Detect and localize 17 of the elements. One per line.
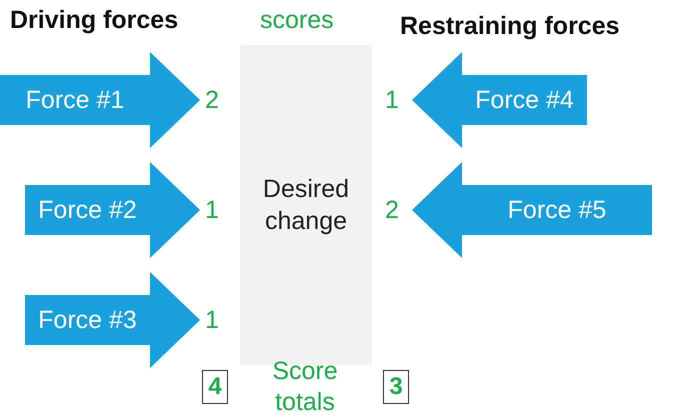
force-label: Force #4 xyxy=(474,85,575,115)
band-label: Desired change xyxy=(262,174,350,237)
force-label: Force #3 xyxy=(37,305,138,335)
force-label: Force #1 xyxy=(24,85,126,115)
column-heading: Restraining forces xyxy=(400,12,620,41)
force-label: Force #2 xyxy=(37,195,138,225)
score-total: 4 xyxy=(202,370,228,404)
force-label: Force #5 xyxy=(506,195,608,225)
score-number: 1 xyxy=(385,85,399,115)
column-heading: Driving forces xyxy=(10,6,178,35)
score-number: 1 xyxy=(205,305,219,335)
score-number: 1 xyxy=(205,195,219,225)
score-number: 2 xyxy=(385,195,399,225)
section-label: scores xyxy=(260,6,334,35)
score-number: 2 xyxy=(205,85,219,115)
section-label: Score totals xyxy=(271,356,339,418)
score-total: 3 xyxy=(383,370,409,404)
